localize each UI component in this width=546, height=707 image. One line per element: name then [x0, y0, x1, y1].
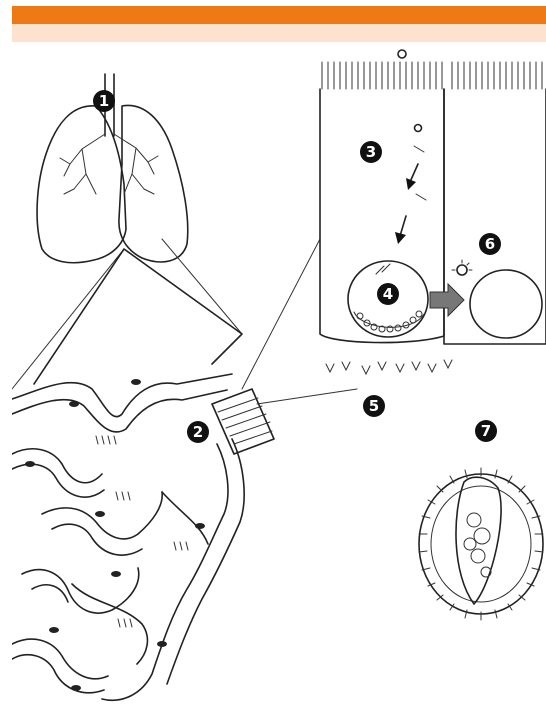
marker-1: 1 — [93, 90, 115, 112]
diagram-canvas: 1 2 3 4 5 6 7 — [12, 44, 546, 707]
svg-text:4: 4 — [383, 285, 393, 303]
zoom-line-upper — [242, 239, 320, 389]
marker-5: 5 — [363, 395, 385, 417]
lifecycle-diagram: 1 2 3 4 5 6 7 — [12, 44, 546, 707]
marker-7: 7 — [475, 420, 497, 442]
lungs-illustration — [12, 74, 242, 389]
zoom-line — [257, 389, 357, 404]
svg-text:1: 1 — [99, 92, 109, 110]
marker-3: 3 — [360, 141, 382, 163]
svg-text:5: 5 — [369, 397, 379, 415]
header-sub-bar — [12, 24, 546, 42]
epithelial-cell-illustration — [320, 50, 546, 374]
alveoli-illustration — [12, 374, 274, 700]
svg-text:2: 2 — [193, 423, 203, 441]
marker-2: 2 — [187, 421, 209, 443]
oocyst-illustration — [419, 468, 543, 620]
svg-text:7: 7 — [481, 422, 491, 440]
svg-text:6: 6 — [485, 235, 495, 253]
header-bar — [12, 6, 546, 24]
marker-4: 4 — [377, 283, 399, 305]
marker-6: 6 — [479, 233, 501, 255]
svg-text:3: 3 — [366, 143, 376, 161]
